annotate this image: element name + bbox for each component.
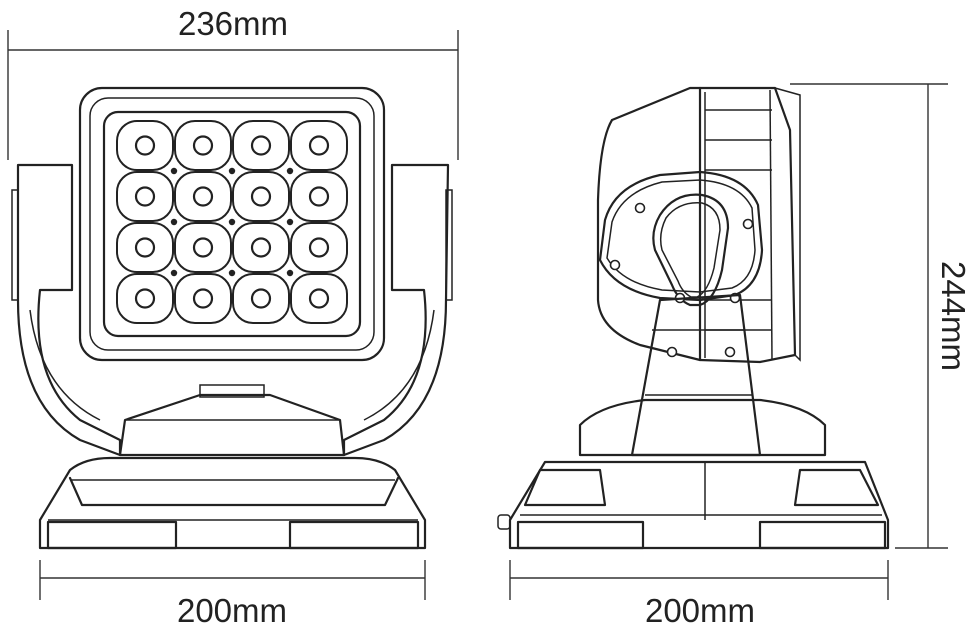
led-lens: [134, 186, 156, 207]
led-lens: [308, 237, 330, 258]
height-dimension: 244mm: [790, 83, 972, 549]
front-base: [38, 456, 427, 550]
led-separator-dot: [170, 218, 178, 226]
led-grid: [116, 120, 348, 324]
side-housing: [596, 86, 702, 362]
led-lens: [134, 135, 156, 156]
led-lens: [308, 135, 330, 156]
led-separator-dot: [228, 167, 236, 175]
led-lens: [250, 135, 272, 156]
led-separator-dot: [286, 218, 294, 226]
led-separator-dot: [286, 167, 294, 175]
led-lens: [250, 186, 272, 207]
led-lens: [134, 237, 156, 258]
led-lens: [134, 288, 156, 309]
led-separator-dot: [170, 269, 178, 277]
front-yoke: [16, 163, 122, 457]
led-separator-dot: [286, 269, 294, 277]
led-lens: [192, 288, 214, 309]
led-lens: [192, 186, 214, 207]
led-separator-dot: [228, 269, 236, 277]
led-lens: [192, 237, 214, 258]
dim-label-244: 244mm: [935, 261, 972, 371]
front-housing: [78, 86, 386, 362]
side-pivot-plate: [598, 170, 764, 302]
led-lens: [308, 186, 330, 207]
led-lens: [192, 135, 214, 156]
led-lens: [250, 237, 272, 258]
dim-label-side-200: 200mm: [645, 592, 755, 629]
dim-label-front-200: 200mm: [177, 592, 287, 629]
led-separator-dot: [170, 167, 178, 175]
dim-label-236: 236mm: [178, 5, 288, 42]
led-separator-dot: [228, 218, 236, 226]
led-lens: [308, 288, 330, 309]
side-view: 200mm: [497, 86, 890, 629]
front-view: 200mm: [11, 86, 453, 629]
top-dimension: 236mm: [7, 5, 459, 160]
led-lens: [250, 288, 272, 309]
